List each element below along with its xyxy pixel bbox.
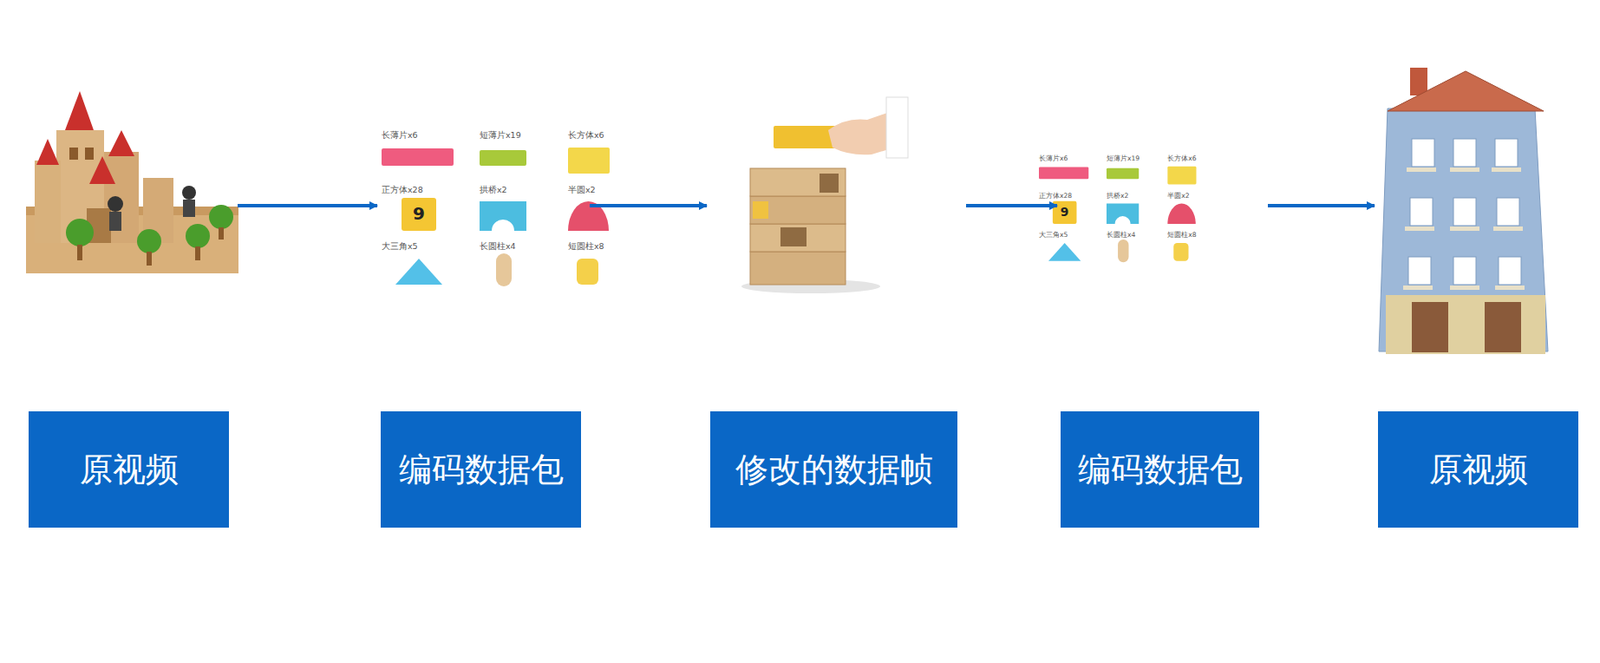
block-caption: 半圆x2 [1167, 191, 1189, 201]
step-box: 编码数据包 [380, 411, 582, 528]
block-caption: 正方体x28 [381, 184, 424, 196]
flow-arrow [237, 203, 378, 208]
block-caption: 长圆柱x4 [1106, 230, 1136, 240]
block-set [1038, 166, 1196, 262]
block-caption: 短圆柱x8 [568, 241, 605, 253]
step-box: 编码数据包 [1060, 411, 1260, 528]
flow-arrow [1267, 203, 1375, 208]
castle-illustration [26, 91, 239, 274]
step-label: 原视频 [79, 447, 179, 492]
block-caption: 长方体x6 [1167, 154, 1196, 164]
flow-arrow [966, 203, 1058, 208]
block-set [381, 147, 610, 287]
block-caption: 正方体x28 [1038, 191, 1072, 201]
block-number: 9 [1060, 204, 1070, 219]
building-illustration [1378, 67, 1548, 354]
block-caption: 长方体x6 [568, 130, 605, 142]
step-label: 修改的数据帧 [735, 447, 934, 492]
jenga-illustration [741, 97, 908, 294]
step-label: 编码数据包 [398, 447, 564, 492]
step-label: 编码数据包 [1077, 447, 1243, 492]
step-label: 原视频 [1429, 447, 1529, 492]
block-caption: 拱桥x2 [479, 184, 508, 196]
step-box: 原视频 [1377, 411, 1579, 528]
block-caption: 长薄片x6 [381, 130, 418, 142]
block-caption: 拱桥x2 [1106, 191, 1129, 201]
step-box: 修改的数据帧 [710, 411, 958, 528]
flow-arrow [589, 203, 707, 208]
block-caption: 大三角x5 [1038, 230, 1068, 240]
block-caption: 长薄片x6 [1038, 154, 1068, 164]
block-caption: 大三角x5 [381, 241, 418, 253]
block-caption: 半圆x2 [568, 184, 596, 196]
block-caption: 短圆柱x8 [1167, 230, 1196, 240]
block-caption: 短薄片x19 [479, 130, 522, 142]
block-caption: 短薄片x19 [1106, 154, 1140, 164]
block-number: 9 [412, 202, 425, 224]
block-caption: 长圆柱x4 [479, 241, 516, 253]
step-box: 原视频 [28, 411, 229, 528]
